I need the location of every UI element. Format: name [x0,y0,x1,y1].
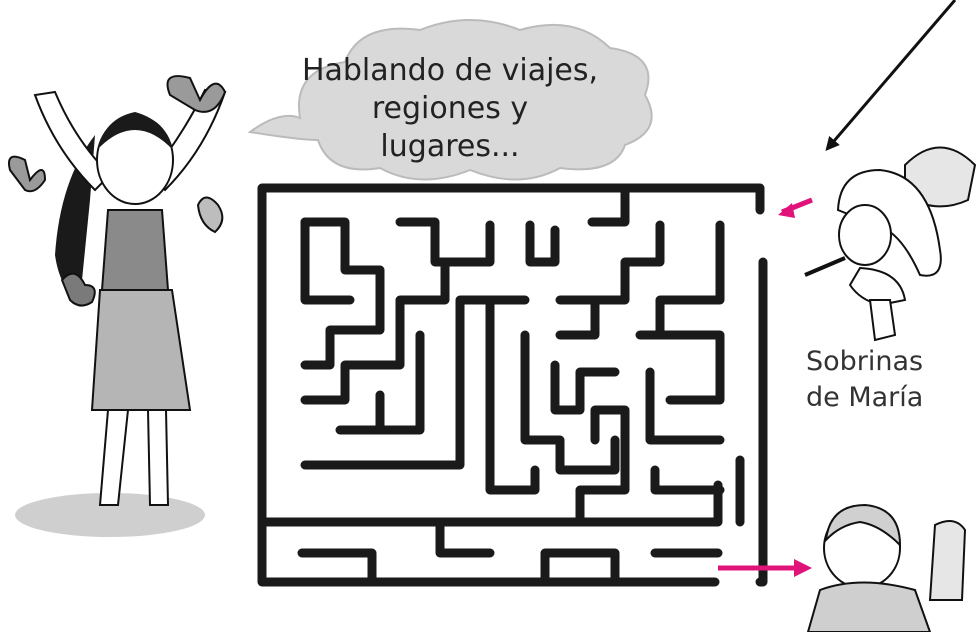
maze-wall [635,330,725,405]
butterfly-icon [60,272,96,307]
speech-line-2: regiones y lugares... [371,91,529,164]
hair [824,503,902,548]
pink-arrow-icon [718,559,812,577]
maze-wall [540,548,620,587]
butterfly-icon [8,155,47,193]
speech-line-1: Hablando de viajes, [301,53,599,88]
face [838,204,892,266]
maze-wall [650,465,725,495]
maze-outer-wall-top-left [257,183,765,587]
maze-outer-wall-right [755,257,768,587]
hairband [97,112,173,150]
butterflies [8,75,227,307]
maze-wall [520,330,620,475]
niece-character-bottom [806,503,967,632]
left-leg [98,409,130,506]
maze-wall [335,330,425,435]
maze-wall [297,548,377,587]
skirt [90,289,192,411]
caption-line-2: de María [806,382,924,413]
maze-wall [257,480,723,527]
maze-wall [525,220,560,267]
body [806,581,932,632]
niece-character-top [804,146,977,342]
maze-wall [300,257,450,405]
top [100,209,170,291]
maze-wall [395,217,495,267]
black-arrow-icon [825,0,957,152]
maze-wall [587,183,630,227]
pink-arrow-icon [778,197,813,218]
body [848,266,907,307]
maze-wall [485,295,540,495]
caption-sobrinas: Sobrinas de María [806,344,946,416]
maze-wall [300,217,385,370]
maze-wall [300,217,355,305]
right-leg [146,409,170,506]
maze [257,183,768,587]
speech-bubble [247,19,653,181]
girl-character [15,88,227,537]
maze-wall [655,220,725,340]
speech-bubble-text: Hablando de viajes, regiones y lugares..… [300,52,600,166]
maze-wall [435,517,495,558]
leg [868,299,897,342]
maze-wall [555,220,665,305]
maze-wall [550,360,620,415]
maze-wall [645,367,725,445]
caption-line-1: Sobrinas [806,346,924,377]
maze-wall [555,295,600,340]
flute [804,256,846,277]
butterfly-icon [196,196,224,234]
flowers [928,520,967,601]
butterfly-icon [166,75,227,113]
maze-wall [575,405,630,527]
